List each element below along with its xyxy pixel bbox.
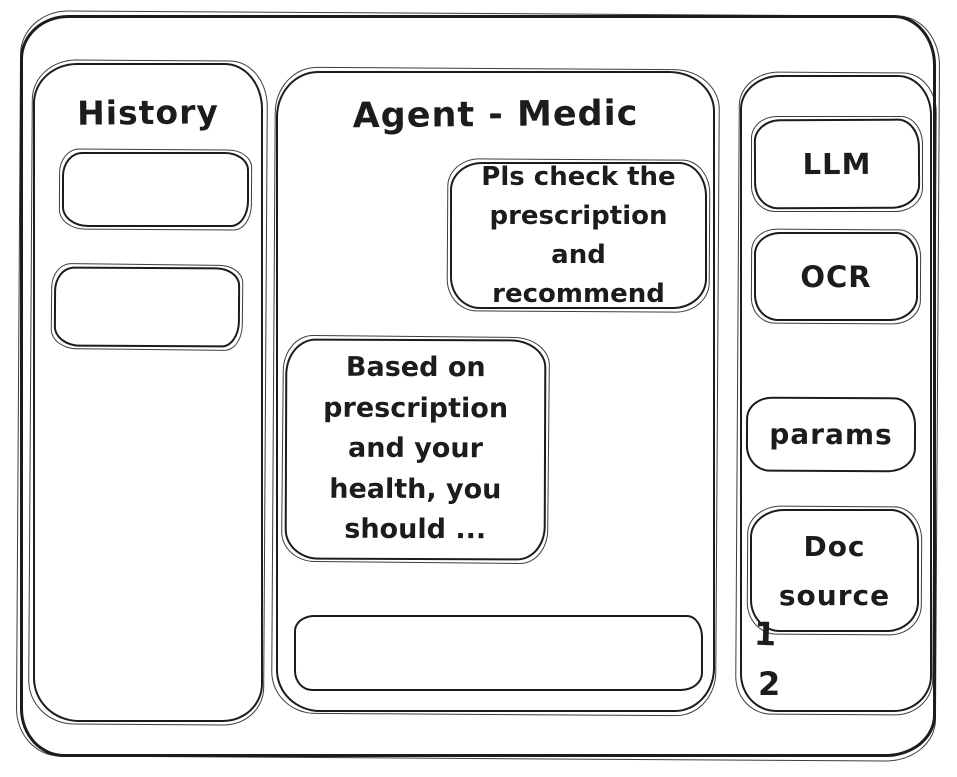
- footnote-2: 2: [758, 665, 781, 703]
- ocr-button[interactable]: OCR: [754, 232, 918, 321]
- footnote-1: 1: [753, 614, 777, 654]
- llm-button[interactable]: LLM: [753, 118, 921, 210]
- tools-panel: LLM OCR params Doc source 1 2: [740, 75, 932, 712]
- history-item[interactable]: [62, 152, 249, 227]
- history-item[interactable]: [53, 266, 241, 348]
- history-panel: History: [33, 63, 263, 722]
- history-title: History: [76, 92, 220, 133]
- user-message-bubble: Pls check the prescription and recommend: [450, 162, 707, 309]
- chat-input[interactable]: [294, 615, 703, 691]
- params-button[interactable]: params: [745, 396, 917, 473]
- doc-source-button[interactable]: Doc source: [750, 509, 919, 632]
- chat-panel: Agent - Medic Pls check the prescription…: [276, 71, 715, 712]
- user-message-text: Pls check the prescription and recommend: [481, 161, 676, 309]
- chat-title: Agent - Medic: [352, 93, 639, 137]
- agent-message-bubble: Based on prescription and your health, y…: [284, 338, 547, 561]
- agent-message-text: Based on prescription and your health, y…: [323, 352, 509, 546]
